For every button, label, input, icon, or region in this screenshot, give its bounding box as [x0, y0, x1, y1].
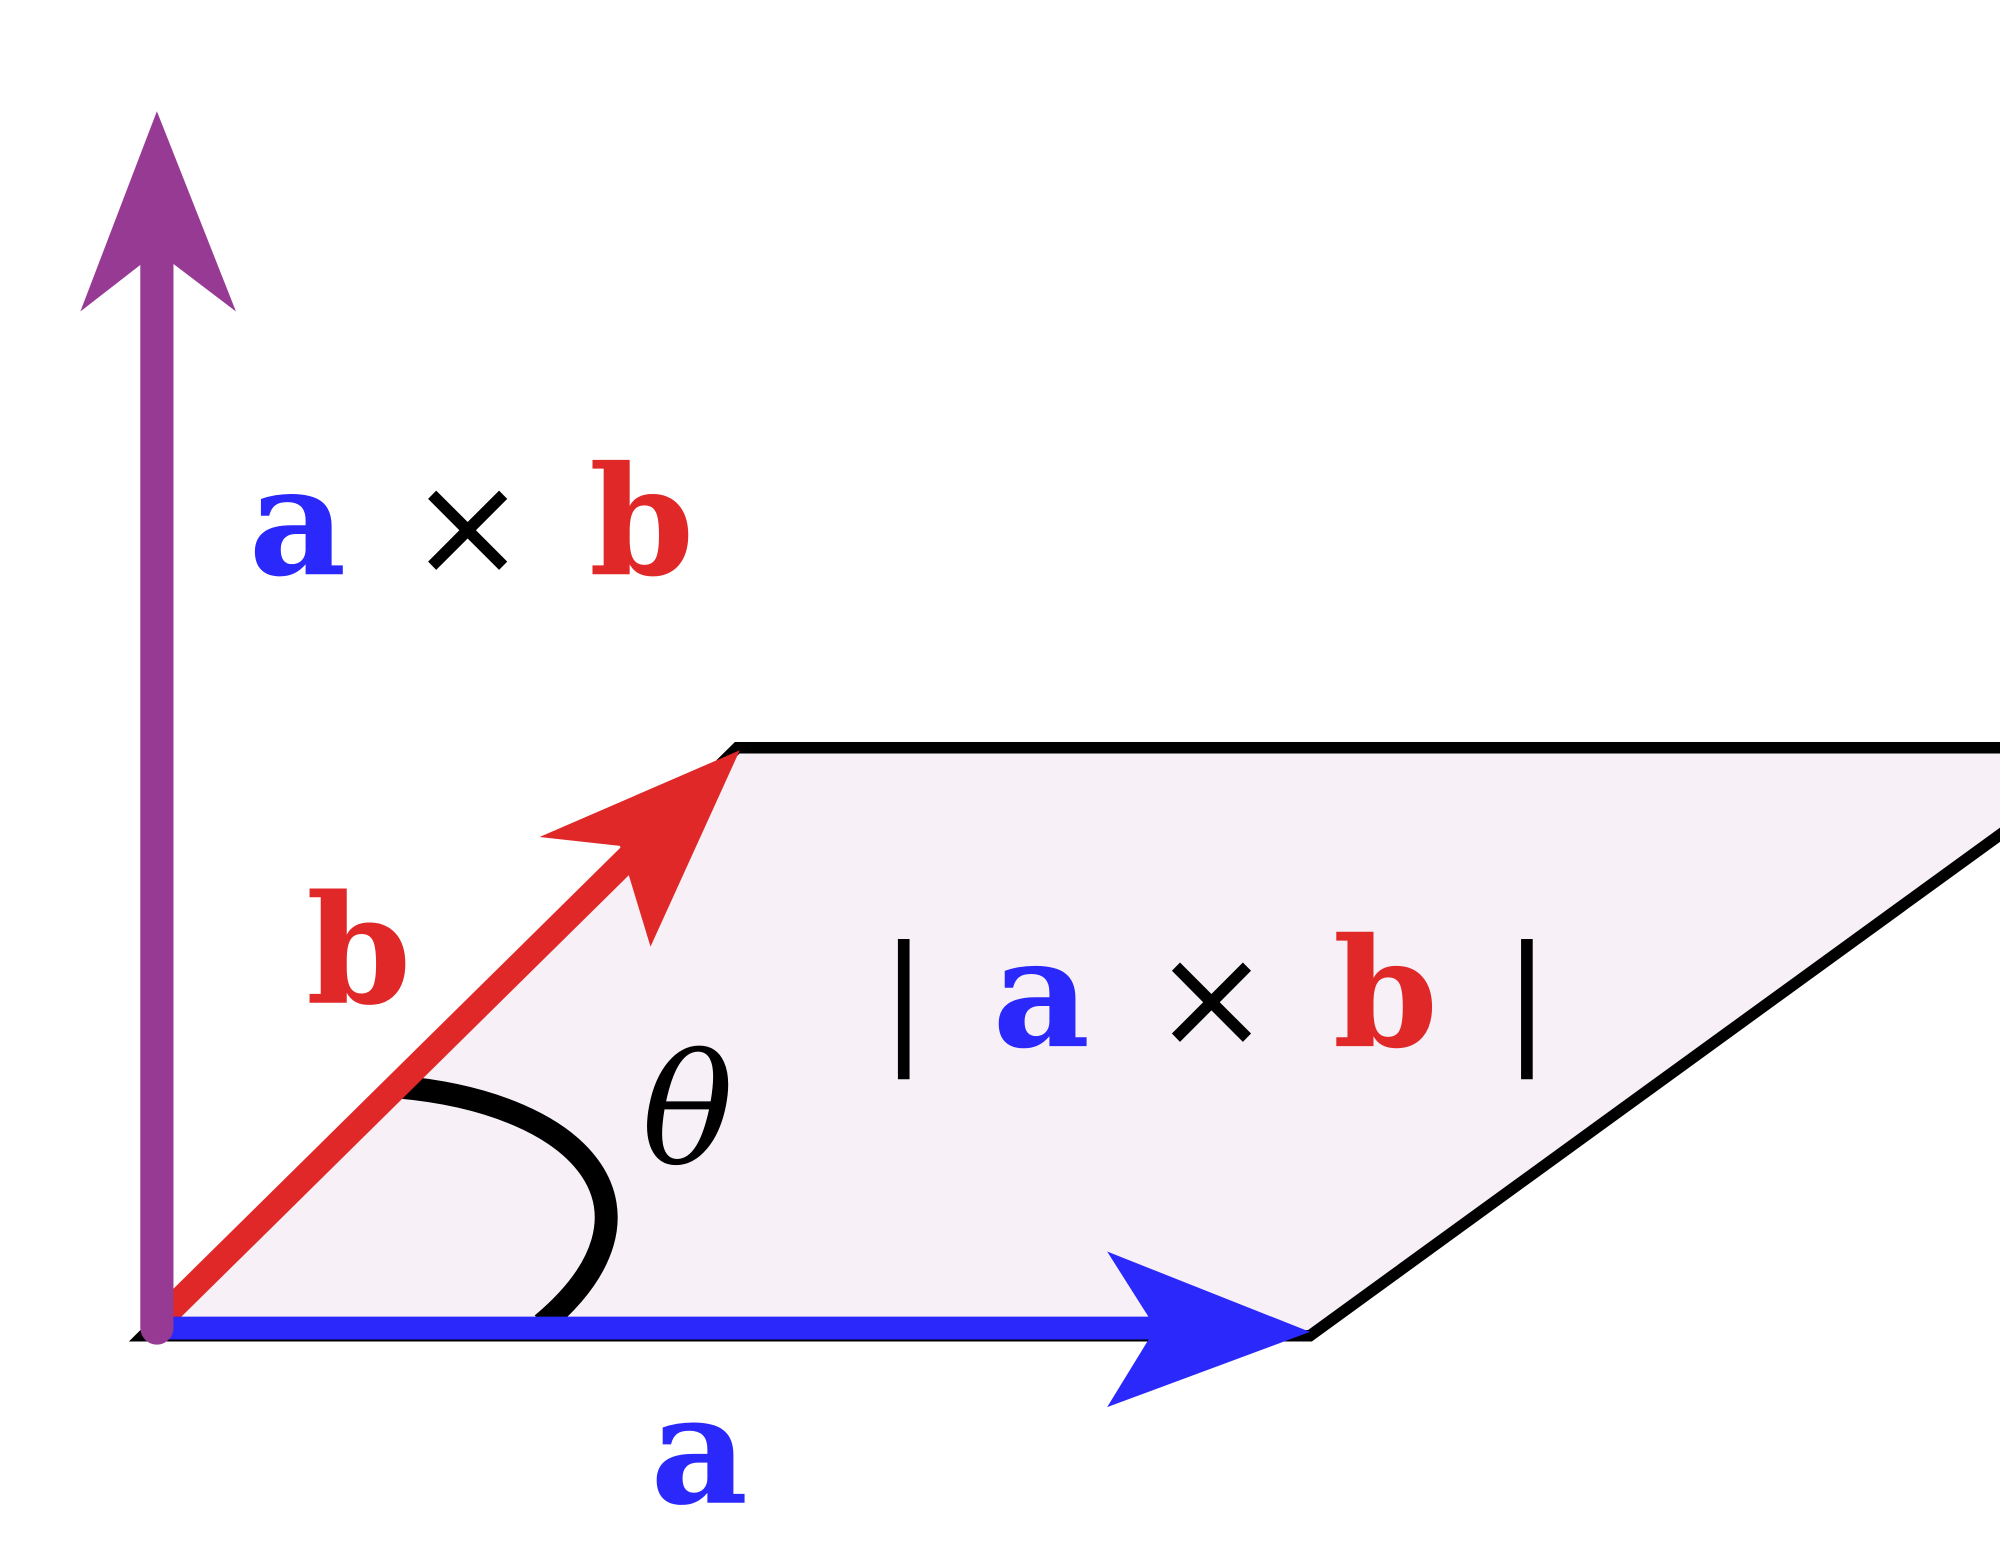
cross-label-a: a: [249, 434, 347, 610]
theta-angle-arc: [396, 1075, 618, 1334]
magnitude-label: | a × b |: [880, 906, 1550, 1082]
vector-a-arrow: [155, 1251, 1310, 1408]
vector-b-label: b: [306, 863, 411, 1039]
theta-label: θ: [642, 1023, 734, 1201]
magnitude-bar-right: |: [1503, 917, 1550, 1080]
vector-b-arrow: [146, 750, 740, 1334]
cross-product-vector-arrow: [80, 111, 236, 1345]
magnitude-a: a: [993, 906, 1091, 1082]
magnitude-op: ×: [1153, 917, 1271, 1080]
cross-label-b: b: [589, 434, 694, 610]
vector-a-label: a: [651, 1363, 749, 1539]
cross-product-label: a × b: [249, 434, 695, 610]
magnitude-bar-left: |: [880, 917, 927, 1080]
cross-label-op: ×: [409, 445, 527, 608]
magnitude-b: b: [1333, 906, 1438, 1082]
